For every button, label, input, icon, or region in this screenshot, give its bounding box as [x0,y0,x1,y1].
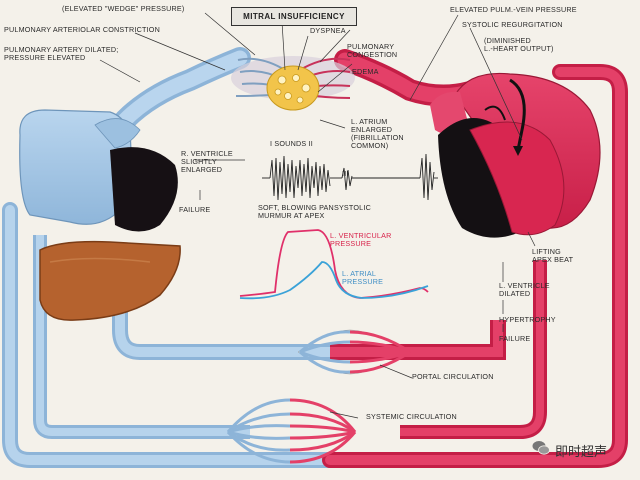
label-portal-circulation: PORTAL CIRCULATION [412,372,494,381]
label-hypertrophy: HYPERTROPHY [499,315,556,324]
label-lifting-apex-beat: LIFTING APEX BEAT [532,247,574,264]
diagram-title: MITRAL INSUFFICIENCY [231,7,357,26]
watermark-text: 即时超声 [555,445,608,460]
label-elevated-wedge-pressure: (ELEVATED "WEDGE" PRESSURE) [62,4,185,13]
label-la-pressure: L. ATRIAL PRESSURE [342,269,384,286]
label-r-ventricle-enlarged: R. VENTRICLE SLIGHTLY ENLARGED [181,149,233,174]
label-heart-sounds: I SOUNDS II [270,139,313,148]
label-failure-left-heart: FAILURE [499,334,531,343]
label-elevated-pulm-vein-pressure: ELEVATED PULM.-VEIN PRESSURE [450,5,577,14]
left-ventricle [469,121,565,236]
pressure-curves [239,229,429,300]
label-failure-right-heart: FAILURE [179,205,211,214]
wechat-icon [532,441,550,455]
label-pulmonary-arteriolar-constriction: PULMONARY ARTERIOLAR CONSTRICTION [4,25,160,34]
la-pressure-curve [239,261,429,300]
label-pulmonary-artery-dilated: PULMONARY ARTERY DILATED; PRESSURE ELEVA… [4,45,119,62]
edema-fluid [266,65,320,111]
portal-vein-vessel [112,300,330,360]
annotation-lines [99,12,536,419]
lung-capillary-bed [231,56,355,111]
label-edema: EDEMA [352,67,379,76]
label-pulmonary-congestion: PULMONARY CONGESTION [347,42,398,59]
vessel-network [2,47,628,468]
systemic-capillary-bed [226,398,357,464]
left-heart [430,72,601,238]
label-systemic-circulation: SYSTEMIC CIRCULATION [366,412,457,421]
label-lv-pressure: L. VENTRICULAR PRESSURE [330,231,392,248]
label-l-atrium-enlarged: L. ATRIUM ENLARGED (FIBRILLATION COMMON) [351,117,404,150]
label-murmur: SOFT, BLOWING PANSYSTOLIC MURMUR AT APEX [258,203,371,220]
label-systolic-regurgitation: SYSTOLIC REGURGITATION [462,20,563,29]
right-heart [19,109,178,232]
liver [39,240,181,321]
phonocardiogram [262,153,438,201]
portal-capillary-bed [297,329,411,375]
right-ventricle [110,147,178,232]
label-lv-dilated: L. VENTRICLE DILATED [499,281,550,298]
label-heart-sound-iii: III [342,169,349,178]
label-diminished-output: (DIMINISHED L.-HEART OUTPUT) [484,36,554,53]
label-dyspnea: DYSPNEA [310,26,346,35]
